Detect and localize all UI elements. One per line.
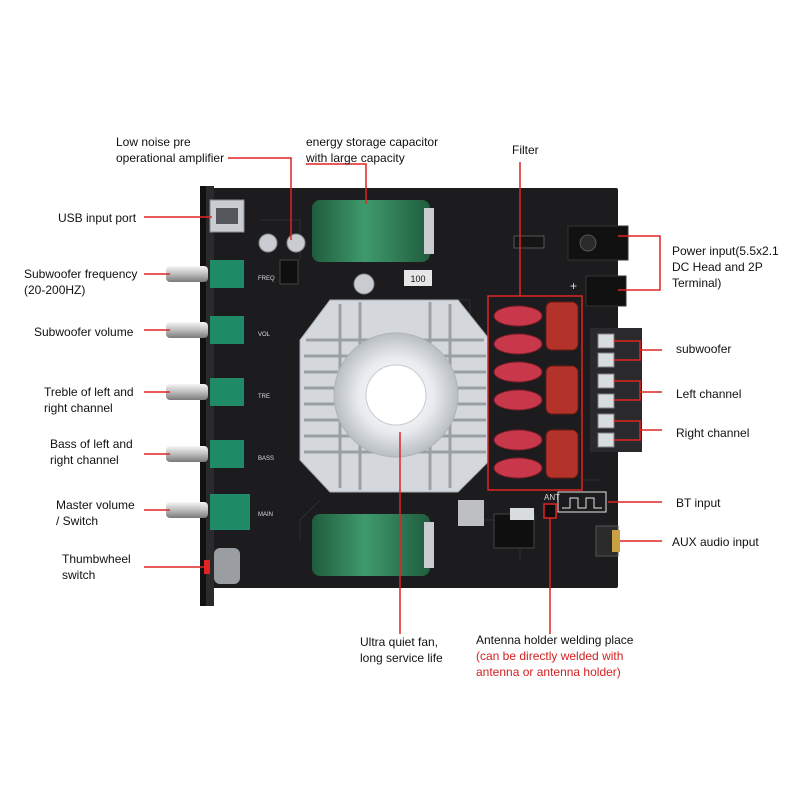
label-antenna: Antenna holder welding place(can be dire… bbox=[476, 633, 634, 679]
thumbwheel-switch bbox=[204, 548, 240, 584]
antenna-note-line1: (can be directly welded with bbox=[476, 649, 624, 663]
cooling-fan bbox=[333, 332, 459, 458]
label-sub-vol: Subwoofer volume bbox=[34, 325, 134, 339]
silk-freq: FREQ bbox=[258, 276, 275, 282]
silk-main: MAIN bbox=[258, 512, 273, 518]
power-jack: + bbox=[567, 225, 629, 307]
silk-vol: VOL bbox=[258, 332, 271, 338]
bt-module bbox=[557, 491, 607, 513]
antenna-pad bbox=[543, 503, 557, 519]
knob-sub-vol bbox=[166, 316, 244, 344]
leader-left bbox=[614, 380, 662, 401]
silk-bass: BASS bbox=[258, 456, 274, 462]
usb-port bbox=[209, 199, 245, 233]
filter-block bbox=[487, 295, 583, 491]
leader-right bbox=[614, 420, 662, 441]
label-subwoofer-out: subwoofer bbox=[676, 342, 732, 356]
output-terminal bbox=[590, 328, 642, 452]
leader-power bbox=[618, 235, 661, 291]
knob-bass bbox=[166, 440, 244, 468]
leader-energy-cap bbox=[306, 163, 367, 204]
leader-lines bbox=[144, 157, 662, 634]
op-amp-chip bbox=[279, 259, 299, 285]
knob-sub-freq bbox=[166, 260, 244, 288]
leader-low-noise bbox=[228, 157, 292, 240]
label-sub-freq: Subwoofer frequency(20-200HZ) bbox=[24, 267, 138, 297]
cap-rating-label: 100 bbox=[410, 274, 425, 284]
energy-capacitor-top bbox=[312, 200, 434, 262]
label-usb: USB input port bbox=[58, 211, 137, 225]
antenna-note-line2: antenna or antenna holder) bbox=[476, 665, 621, 679]
knob-treble bbox=[166, 378, 244, 406]
label-filter: Filter bbox=[512, 143, 539, 157]
label-master: Master volume/ Switch bbox=[56, 498, 135, 528]
knob-master bbox=[166, 494, 250, 530]
silk-tre: TRE bbox=[258, 394, 270, 400]
label-right-channel: Right channel bbox=[676, 426, 750, 440]
leader-subwoofer bbox=[614, 340, 662, 361]
label-aux-input: AUX audio input bbox=[672, 535, 759, 549]
label-bt-input: BT input bbox=[676, 496, 721, 510]
ant-marker: ANT bbox=[544, 493, 560, 502]
label-left-channel: Left channel bbox=[676, 387, 742, 401]
energy-capacitor-bottom bbox=[312, 514, 434, 576]
plus-mark: + bbox=[570, 279, 577, 293]
label-fan: Ultra quiet fan,long service life bbox=[360, 635, 443, 665]
